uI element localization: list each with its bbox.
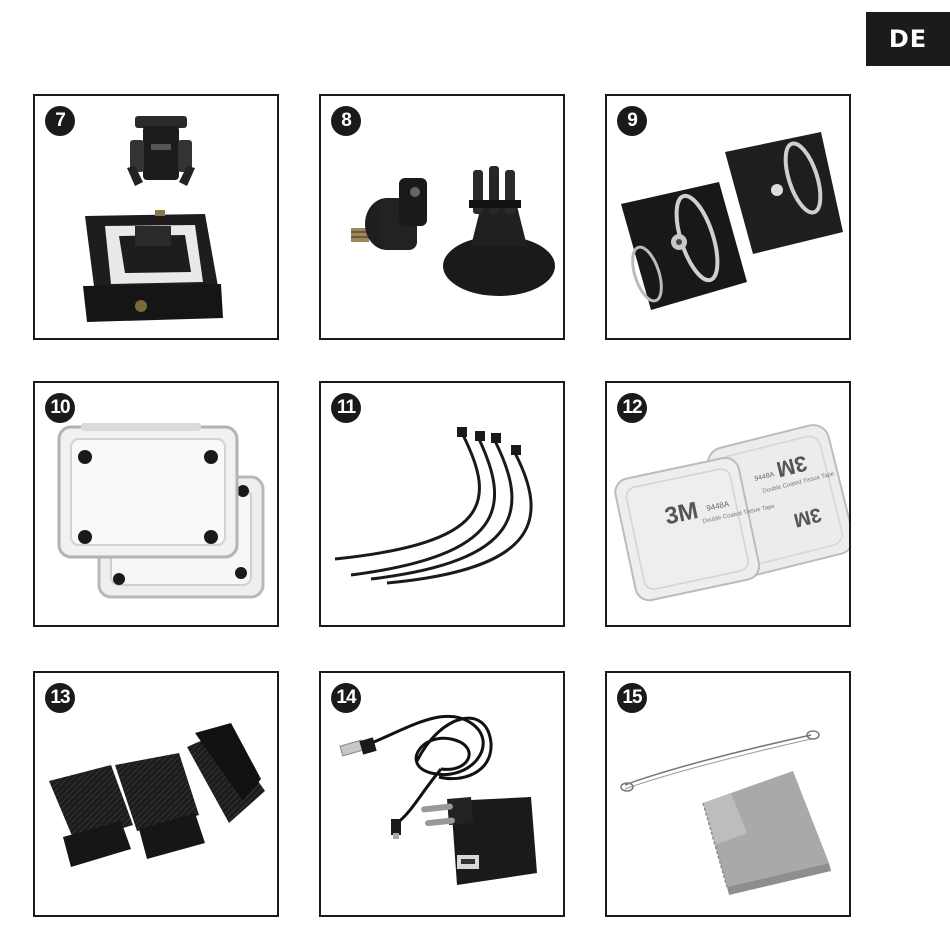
tripod-adapter-icon [351, 166, 555, 296]
adhesive-pads-icon: 3M 3M 9448A 3M 9448A Double Coated Tissu… [614, 424, 849, 602]
item-number-badge: 7 [45, 106, 75, 136]
language-tab: DE [866, 12, 950, 66]
item-number-badge: 13 [45, 683, 75, 713]
accessory-box-9: 9 [605, 94, 851, 340]
accessory-box-11: 11 [319, 381, 565, 627]
cable-ties-icon [334, 427, 533, 585]
adhesive-curved-mounts-icon [621, 132, 843, 310]
item-number-badge: 10 [45, 393, 75, 423]
usb-charger-cable-icon [339, 714, 537, 885]
back-covers-icon [57, 423, 265, 599]
velcro-straps-icon [49, 723, 265, 867]
accessory-box-10: 10 [33, 381, 279, 627]
accessory-box-7: 7 [33, 94, 279, 340]
pad-code-label: 9448A [754, 471, 776, 483]
accessory-box-15: 15 [605, 671, 851, 917]
accessory-box-8: 8 [319, 94, 565, 340]
item-number-badge: 15 [617, 683, 647, 713]
frame-mount-clip-icon [83, 116, 223, 322]
accessory-box-12: 12 3M 3M 9448A 3M 9448A Double Coated Ti… [605, 381, 851, 627]
item-number-badge: 9 [617, 106, 647, 136]
item-number-badge: 8 [331, 106, 361, 136]
accessory-box-14: 14 [319, 671, 565, 917]
item-number-badge: 12 [617, 393, 647, 423]
lanyard-cloth-icon [620, 730, 831, 895]
item-number-badge: 14 [331, 683, 361, 713]
item-number-badge: 11 [331, 393, 361, 423]
accessory-box-13: 13 [33, 671, 279, 917]
